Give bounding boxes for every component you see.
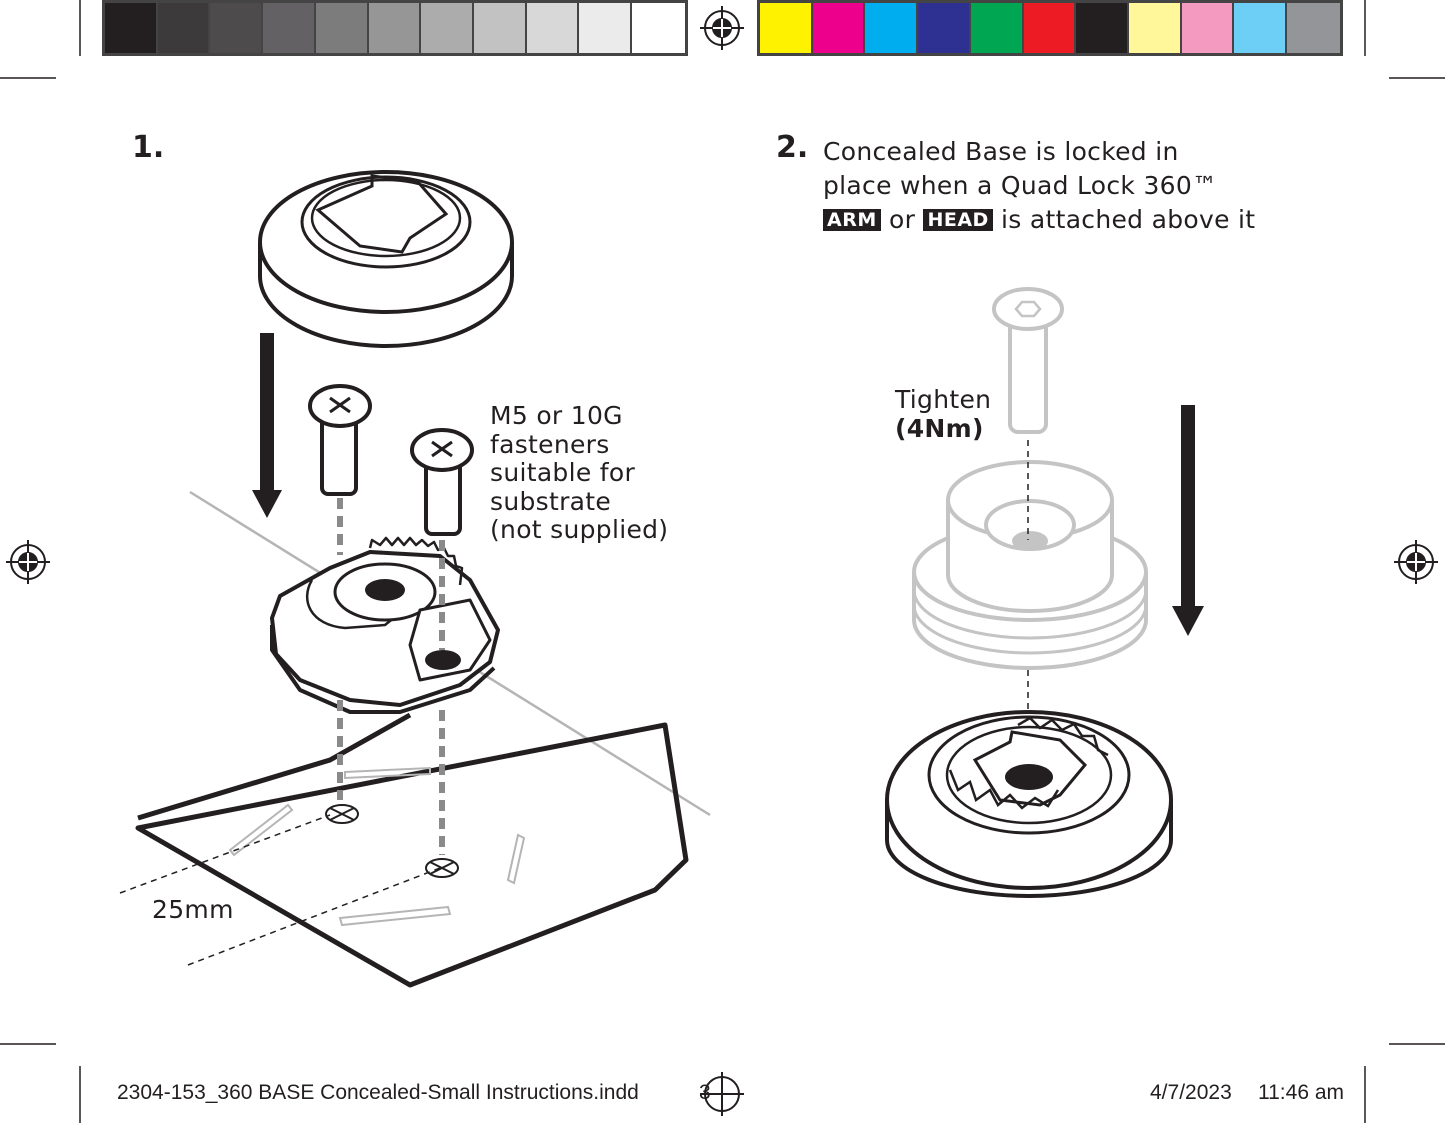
registration-mark-left: [6, 540, 50, 584]
grayscale-swatch-9: [526, 3, 580, 53]
screw-left: [308, 384, 372, 496]
slug-page-number: 3: [699, 1081, 711, 1104]
caption-line-2: place when a Quad Lock 360™: [823, 171, 1218, 200]
head-tag: HEAD: [923, 209, 993, 231]
grayscale-swatch-3: [210, 3, 264, 53]
fastener-label-line: suitable for: [490, 458, 636, 487]
tighten-word: Tighten: [895, 385, 992, 414]
process-swatch-6: [1023, 3, 1077, 53]
arm-tag: ARM: [823, 209, 881, 231]
process-swatch-2: [812, 3, 866, 53]
process-swatch-10: [1234, 3, 1288, 53]
step2-number: 2.: [776, 130, 809, 165]
slug-time: 11:46 am: [1258, 1081, 1344, 1104]
or-word: or: [889, 205, 916, 234]
bolt: [992, 287, 1064, 434]
grayscale-swatch-4: [263, 3, 316, 53]
caption-line-1: Concealed Base is locked in: [823, 137, 1179, 166]
concealed-base-step2: [885, 710, 1173, 898]
base-cover: [258, 170, 514, 348]
grayscale-swatch-7: [421, 3, 475, 53]
fastener-label-line: substrate: [490, 486, 612, 516]
ghost-adaptor: [912, 460, 1148, 670]
fastener-label-line: fasteners: [490, 429, 610, 459]
screw-right: [410, 428, 474, 536]
process-swatch-5: [970, 3, 1024, 53]
torque-value: (4Nm): [895, 413, 984, 443]
step2-caption: Concealed Base is locked in place when a…: [823, 135, 1343, 237]
process-swatch-3: [865, 3, 919, 53]
down-arrow-step1: [252, 333, 282, 518]
caption-line-3-rest: is attached above it: [1001, 205, 1256, 234]
grayscale-swatch-8: [474, 3, 527, 53]
grayscale-swatch-6: [368, 3, 422, 53]
pilot-hole-marks: [325, 804, 459, 878]
fastener-label-line: M5 or 10G: [490, 401, 623, 430]
fastener-guides-step1: [337, 498, 445, 855]
slug-date: 4/7/2023: [1150, 1081, 1232, 1104]
dimension-lines: [119, 814, 441, 966]
grayscale-swatch-11: [632, 3, 685, 53]
grayscale-swatch-10: [579, 3, 633, 53]
fastener-label-line: (not supplied): [490, 515, 669, 544]
down-arrow-step2: [1172, 405, 1204, 636]
grayscale-swatch-1: [105, 3, 158, 53]
registration-mark-right: [1394, 540, 1438, 584]
process-swatch-9: [1181, 3, 1235, 53]
registration-mark-bottom: [700, 1072, 744, 1116]
mount-base-step1: [270, 536, 500, 714]
grayscale-color-bar: [102, 0, 688, 56]
fastener-label: M5 or 10G fasteners suitable for substra…: [490, 401, 669, 545]
registration-mark-top: [700, 6, 744, 50]
slug-filename: 2304-153_360 BASE Concealed-Small Instru…: [117, 1081, 639, 1104]
process-swatch-1: [760, 3, 813, 53]
process-swatch-7: [1076, 3, 1130, 53]
process-swatch-11: [1287, 3, 1340, 53]
caption-line-3: ARM or HEAD is attached above it: [823, 203, 1343, 237]
tighten-label: Tighten (4Nm): [895, 385, 992, 443]
process-swatch-4: [918, 3, 971, 53]
grayscale-swatch-2: [157, 3, 211, 53]
step1-number: 1.: [132, 130, 165, 165]
process-swatch-8: [1129, 3, 1182, 53]
dimension-label: 25mm: [152, 895, 234, 924]
process-color-bar: [757, 0, 1343, 56]
grayscale-swatch-5: [315, 3, 369, 53]
